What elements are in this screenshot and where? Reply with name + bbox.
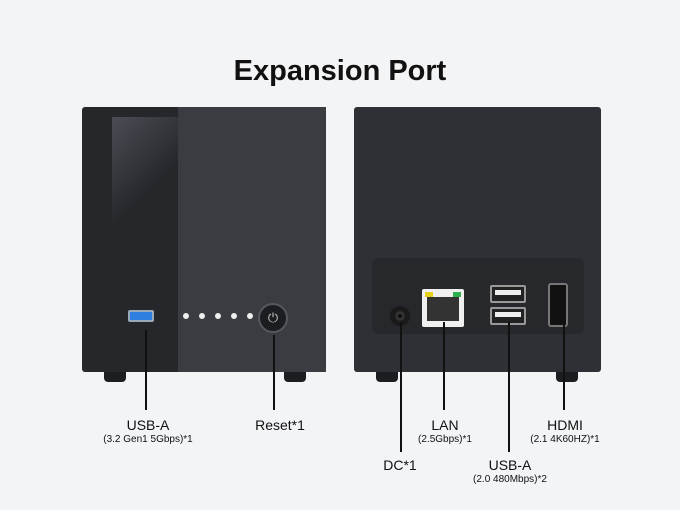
- callout-line: [508, 322, 510, 452]
- front-panel: [178, 107, 326, 372]
- gloss-edge: [112, 117, 178, 237]
- usb2-port-top: [490, 285, 526, 303]
- label-name: LAN: [431, 417, 459, 433]
- label-name: DC*1: [383, 457, 417, 473]
- lan-port: [422, 289, 464, 327]
- page-title: Expansion Port: [233, 55, 447, 87]
- label-spec: (2.1 4K60HZ)*1: [530, 434, 600, 445]
- label-name: USB-A: [126, 417, 170, 433]
- label-lan: LAN (2.5Gbps)*1: [365, 417, 525, 445]
- callout-line: [145, 330, 147, 410]
- led-row: [183, 313, 253, 319]
- label-name: USB-A: [488, 457, 532, 473]
- device-rear: [354, 107, 601, 372]
- hdmi-port: [548, 283, 568, 327]
- power-button[interactable]: ⏻: [258, 303, 288, 333]
- label-spec: (2.5Gbps)*1: [418, 434, 472, 445]
- callout-line: [400, 322, 402, 452]
- led-icon: [231, 313, 237, 319]
- device-front: ⏻: [82, 107, 326, 372]
- usb3-port: [128, 310, 154, 322]
- led-icon: [199, 313, 205, 319]
- foot: [376, 372, 398, 382]
- foot: [284, 372, 306, 382]
- label-usb-a-rear: USB-A (2.0 480Mbps)*2: [430, 457, 590, 485]
- callout-line: [273, 335, 275, 410]
- led-icon: [247, 313, 253, 319]
- led-icon: [183, 313, 189, 319]
- label-name: HDMI: [547, 417, 583, 433]
- label-name: Reset*1: [255, 417, 305, 433]
- callout-line: [563, 322, 565, 410]
- label-spec: (3.2 Gen1 5Gbps)*1: [103, 434, 193, 445]
- foot: [556, 372, 578, 382]
- foot: [104, 372, 126, 382]
- led-icon: [215, 313, 221, 319]
- label-dc: DC*1: [320, 457, 480, 473]
- label-spec: (2.0 480Mbps)*2: [473, 474, 547, 485]
- label-usb-a-front: USB-A (3.2 Gen1 5Gbps)*1: [68, 417, 228, 445]
- callout-line: [443, 322, 445, 410]
- label-reset: Reset*1: [200, 417, 360, 433]
- label-hdmi: HDMI (2.1 4K60HZ)*1: [485, 417, 645, 445]
